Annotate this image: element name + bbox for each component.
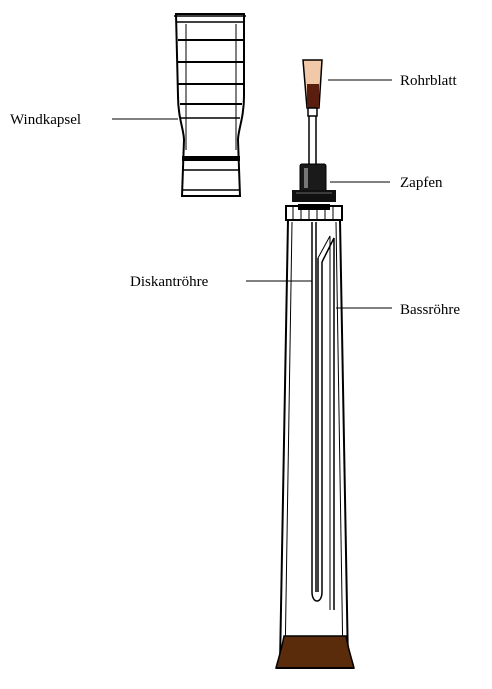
boot: [275, 635, 355, 669]
label-windkapsel: Windkapsel: [10, 112, 81, 128]
label-rohrblatt: Rohrblatt: [400, 73, 457, 89]
label-zapfen-group: Zapfen: [330, 175, 443, 191]
reed-binding: [307, 84, 319, 108]
label-diskantroehre-group: Diskantröhre: [130, 274, 312, 290]
label-diskantroehre: Diskantröhre: [130, 274, 209, 290]
label-rohrblatt-group: Rohrblatt: [328, 73, 457, 89]
zapfen-part: [292, 163, 336, 202]
label-bassroehre-group: Bassröhre: [336, 302, 460, 318]
label-zapfen: Zapfen: [400, 175, 443, 191]
label-windkapsel-group: Windkapsel: [10, 112, 178, 128]
windkapsel-part: [174, 13, 246, 197]
rohrblatt-part: [302, 59, 323, 166]
instrument-body: [275, 204, 355, 669]
label-bassroehre: Bassröhre: [400, 302, 460, 318]
